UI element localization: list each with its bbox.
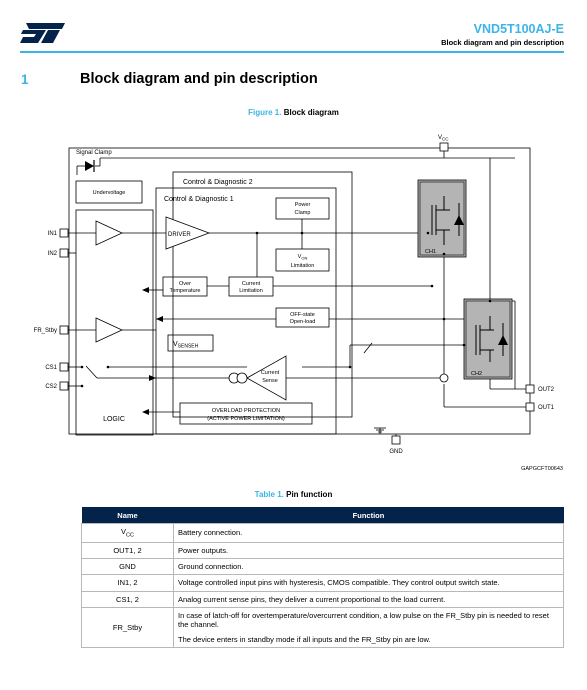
cs1-pin <box>59 362 69 372</box>
curr-lim-label-1: Current <box>242 281 261 287</box>
pin-function: Analog current sense pins, they deliver … <box>173 590 564 609</box>
pin-function: In case of latch-off for overtemperature… <box>173 606 564 649</box>
pin-name: VCC <box>81 523 174 543</box>
fr-stby-pin <box>59 325 69 335</box>
power-clamp-label-1: Power <box>295 202 311 208</box>
driver-label: DRIVER <box>168 232 191 238</box>
table-header-row: Name Function <box>81 507 564 524</box>
table-title: Pin function <box>286 490 333 499</box>
vcc-label: VCC <box>438 135 449 142</box>
ctrl1-label: Control & Diagnostic 1 <box>164 196 234 203</box>
pin-name: IN1, 2 <box>81 574 174 592</box>
current-sense-amplifier <box>246 355 287 401</box>
fr-stby-label: FR_Stby <box>34 328 57 334</box>
vsenseh-label: VSENSEH <box>173 341 199 350</box>
pin-function: Voltage controlled input pins with hyste… <box>173 574 564 592</box>
logic-label: LOGIC <box>103 416 125 423</box>
out1-pin <box>525 402 535 412</box>
pin-function-line-2: The device enters in standby mode if all… <box>178 634 431 644</box>
gnd-pin <box>391 435 401 445</box>
ch1-label: CH1 <box>425 249 436 255</box>
out2-label: OUT2 <box>538 387 555 393</box>
pin-function-table: Name Function VCC Battery connection. OU… <box>81 507 564 649</box>
curr-sense-label-2: Sense <box>262 378 278 384</box>
vsenseh-block <box>167 334 214 352</box>
document-title: VND5T100AJ-E <box>473 22 564 36</box>
in2-pin <box>59 248 69 258</box>
table-row: IN1, 2 Voltage controlled input pins wit… <box>81 574 564 592</box>
pin-name: GND <box>81 557 174 576</box>
power-clamp-label-2: Clamp <box>295 210 311 216</box>
overload-protection-block <box>179 402 313 425</box>
table-row: VCC Battery connection. <box>81 523 564 543</box>
signal-clamp-label: Signal Clamp <box>76 150 112 156</box>
gnd-label: GND <box>389 449 403 455</box>
current-limitation-block <box>228 276 274 297</box>
in1-label: IN1 <box>48 231 58 237</box>
pin-name: OUT1, 2 <box>81 541 174 559</box>
pin-function: Power outputs. <box>173 541 564 559</box>
control-diagnostic-2-block <box>172 171 353 418</box>
block-diagram: VCC Signal Clamp Undervoltage Control & … <box>34 135 563 472</box>
document-subtitle: Block diagram and pin description <box>441 38 564 47</box>
out2-pin <box>525 384 535 394</box>
in1-buffer <box>95 220 123 246</box>
signal-clamp-diode <box>85 161 94 171</box>
off-state-label-1: OFF-state <box>290 312 315 318</box>
table-row: OUT1, 2 Power outputs. <box>81 541 564 559</box>
table-row: FR_Stby In case of latch-off for overtem… <box>81 606 564 649</box>
von-label: VON <box>298 254 308 261</box>
cs2-pin <box>59 381 69 391</box>
logic-block <box>75 209 154 436</box>
power-clamp-block <box>275 197 330 220</box>
figure-title: Block diagram <box>283 108 339 117</box>
ch2-label: CH2 <box>471 371 482 377</box>
out1-label: OUT1 <box>538 405 555 411</box>
figure-code: GAPGCFT00643 <box>521 466 563 472</box>
table-label: Table 1. <box>254 490 284 499</box>
ctrl2-label: Control & Diagnostic 2 <box>183 179 253 186</box>
undervoltage-label: Undervoltage <box>93 190 126 196</box>
control-diagnostic-1-block <box>155 187 337 435</box>
figure-label: Figure 1. <box>248 108 282 117</box>
st-logo <box>20 23 65 43</box>
over-temp-label-1: Over <box>179 281 191 287</box>
overload-label-2: (ACTIVE POWER LIMITATION) <box>207 416 285 422</box>
table-row: GND Ground connection. <box>81 557 564 576</box>
pin-name: FR_Stby <box>81 606 174 649</box>
von-label-2: Limitation <box>291 263 315 269</box>
driver-amplifier <box>165 216 211 250</box>
fr-stby-buffer <box>95 317 123 343</box>
in1-pin <box>59 228 69 238</box>
off-state-open-load-block <box>275 307 330 328</box>
curr-lim-label-2: Limitation <box>239 288 263 294</box>
pin-function: Battery connection. <box>173 523 564 543</box>
over-temp-label-2: Temperature <box>170 288 201 294</box>
header-name: Name <box>81 507 174 524</box>
overload-label-1: OVERLOAD PROTECTION <box>212 408 280 414</box>
section-title: Block diagram and pin description <box>80 71 318 87</box>
pin-name: CS1, 2 <box>81 590 174 609</box>
header-function: Function <box>173 507 564 524</box>
section-number: 1 <box>21 72 29 87</box>
vcc-pin <box>439 142 449 152</box>
cs1-label: CS1 <box>45 365 57 371</box>
over-temperature-block <box>162 276 208 297</box>
undervoltage-block <box>75 180 143 204</box>
table-row: CS1, 2 Analog current sense pins, they d… <box>81 590 564 609</box>
cs2-label: CS2 <box>45 384 57 390</box>
pin-function-line-1: In case of latch-off for overtemperature… <box>178 611 549 630</box>
curr-sense-label-1: Current <box>261 370 280 376</box>
in2-label: IN2 <box>48 251 58 257</box>
off-state-label-2: Open-load <box>290 319 316 325</box>
header-rule <box>20 51 564 53</box>
von-limitation-block <box>275 248 330 272</box>
table-caption: Table 1. Pin function <box>0 490 587 499</box>
pin-function: Ground connection. <box>173 557 564 576</box>
figure-caption: Figure 1. Block diagram <box>0 108 587 117</box>
